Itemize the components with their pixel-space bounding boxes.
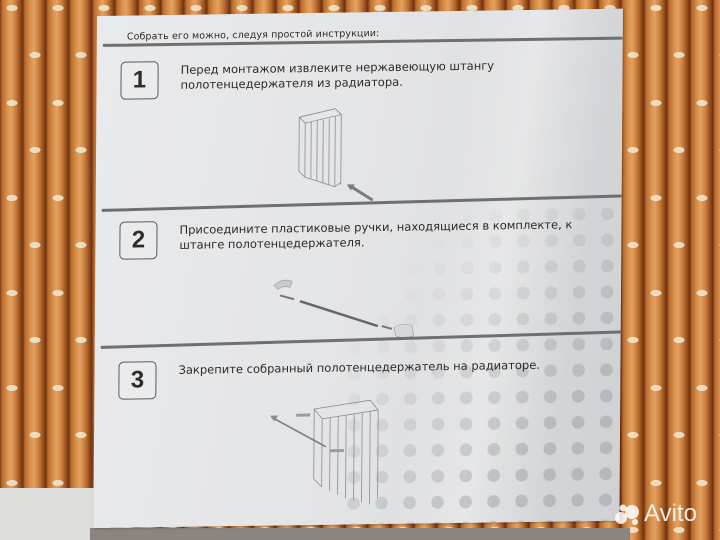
avito-dots-icon (615, 504, 639, 525)
instruction-sheet: Собрать его можно, следуя простой инстру… (93, 8, 623, 529)
avito-watermark: Avito (614, 500, 697, 528)
towel-bar-with-handles-icon (270, 273, 420, 345)
step-number-badge: 3 (118, 361, 157, 400)
step-text: Присоедините пластиковые ручки, находящи… (179, 217, 573, 252)
floor-surface (90, 528, 630, 540)
step-text: Перед монтажом извлеките нержавеющую шта… (180, 58, 495, 92)
step-number-badge: 1 (120, 61, 159, 100)
radiator-with-towel-bar-icon (265, 394, 406, 516)
watermark-text: Avito (644, 500, 697, 527)
radiator-with-arrow-icon (291, 104, 382, 205)
step-number-badge: 2 (119, 221, 158, 260)
